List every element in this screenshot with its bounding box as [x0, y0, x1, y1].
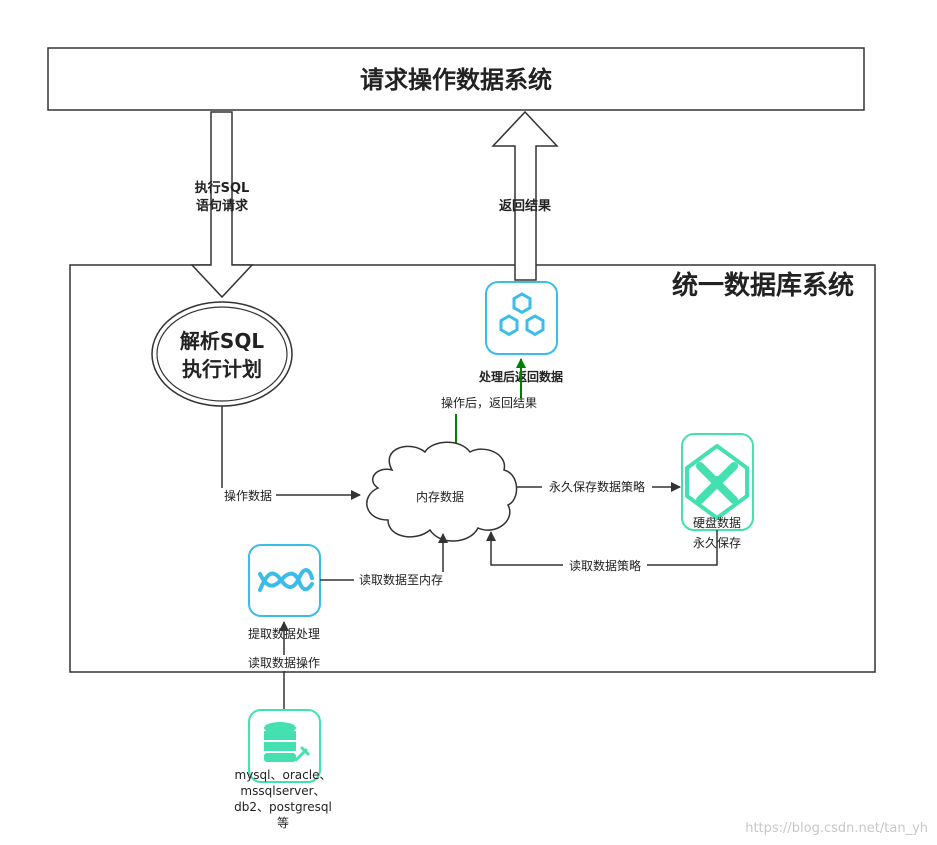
- unified-system-title: 统一数据库系统: [672, 270, 854, 301]
- waveform-icon: [248, 544, 321, 617]
- memory-node-label: 内存数据: [416, 489, 464, 504]
- watermark: https://blog.csdn.net/tan_yh: [745, 821, 928, 836]
- operate-data-connector: [221, 406, 361, 500]
- parse-sql-line2: 执行计划: [182, 357, 262, 381]
- read-to-memory-label-bg: [354, 572, 448, 588]
- db-line2: mssqlserver、: [240, 784, 325, 798]
- persist-strategy-label: 永久保存数据策略: [549, 479, 645, 494]
- hexagons-icon: [485, 281, 558, 355]
- parse-sql-node-outer: [151, 301, 293, 407]
- read-op-label-bg: [242, 655, 326, 671]
- return-block-arrow: [491, 110, 559, 281]
- disk-data-icon: [681, 433, 754, 531]
- memory-cloud-node: [366, 441, 518, 542]
- operate-data-label: 操作数据: [224, 488, 272, 503]
- top-system-box: [47, 47, 865, 111]
- return-result-label: 返回结果: [499, 198, 551, 214]
- read-to-memory-label: 读取数据至内存: [359, 572, 443, 587]
- read-strategy-label: 读取数据策略: [569, 558, 641, 573]
- db-line1: mysql、oracle、: [235, 768, 332, 782]
- read-strategy-label-bg: [563, 558, 647, 574]
- top-system-title: 请求操作数据系统: [360, 66, 552, 94]
- db-line3: db2、postgresql: [234, 800, 332, 814]
- parse-sql-node-inner: [156, 306, 288, 402]
- exec-sql-label-1: 执行SQL: [195, 180, 250, 196]
- disk-node-line1: 硬盘数据: [693, 515, 741, 530]
- parse-sql-line1: 解析SQL: [180, 329, 264, 353]
- operate-data-label-bg: [220, 488, 276, 504]
- exec-sql-block-arrow: [190, 111, 254, 299]
- db-line4: 等: [277, 816, 289, 830]
- persist-label-bg: [542, 479, 652, 495]
- read-op-label: 读取数据操作: [248, 655, 320, 670]
- unified-system-frame: [69, 264, 876, 673]
- after-op-label: 操作后，返回结果: [441, 395, 537, 410]
- database-icon: [248, 709, 321, 783]
- exec-sql-label-2: 语句请求: [196, 198, 249, 214]
